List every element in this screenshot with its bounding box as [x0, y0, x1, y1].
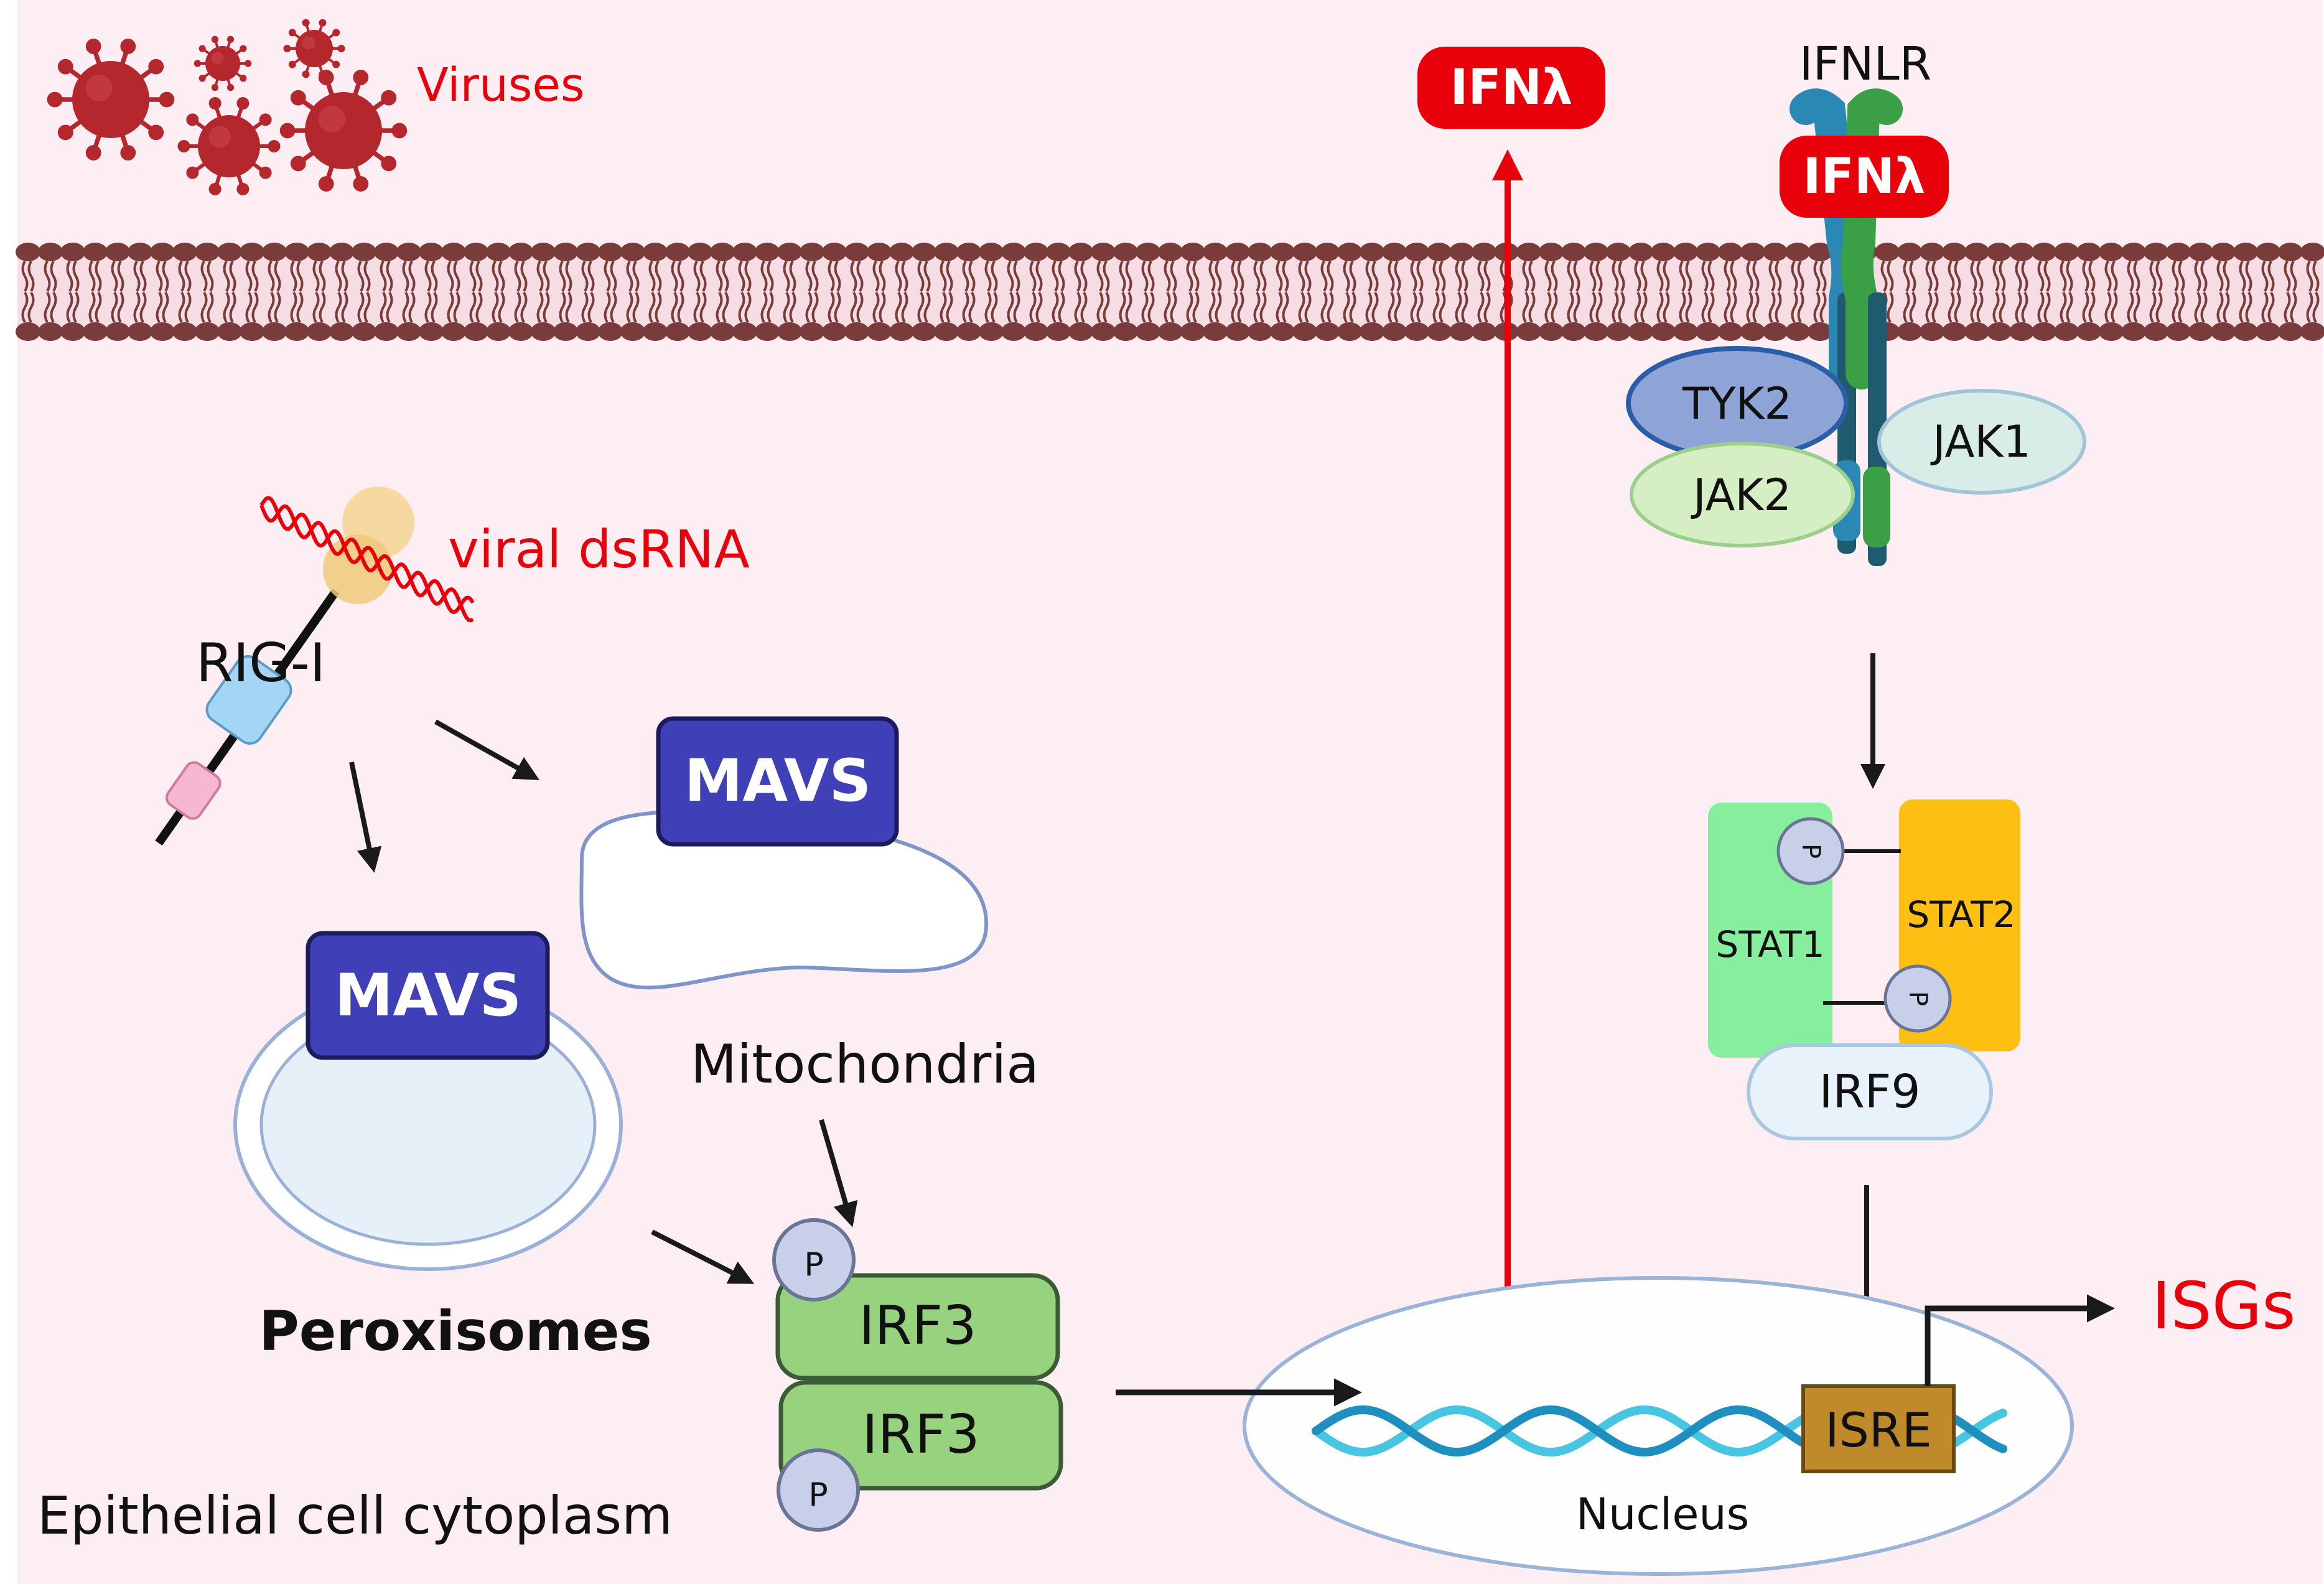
viral-dsrna-label: viral dsRNA: [448, 519, 750, 580]
irf3-top-box: [775, 1273, 1060, 1381]
arrow-perox-to-irf3: [651, 1229, 755, 1284]
mavs-perox-box: [306, 931, 550, 1060]
isre-label: ISRE: [1825, 1402, 1931, 1458]
rig-i-label: RIG-I: [196, 632, 325, 694]
irf3-bottom-label: IRF3: [862, 1404, 979, 1466]
stat1-phospho-label: P: [1796, 844, 1825, 859]
isg-transcription-arrow: [1925, 1294, 2115, 1386]
jak2-oval: [1630, 442, 1855, 547]
stat2-phospho-label: P: [1903, 991, 1932, 1006]
ifn-secreted-badge: [1417, 47, 1605, 129]
jak1-oval: [1877, 389, 2086, 495]
arrow-rig-to-peroxisome: [349, 762, 382, 873]
isgs-label: ISGs: [2152, 1268, 2295, 1344]
mavs-perox-label: MAVS: [335, 962, 521, 1030]
irf9-pill: [1747, 1043, 1993, 1140]
irf3-bottom-box: [778, 1380, 1063, 1491]
mavs-mito-label: MAVS: [684, 747, 871, 815]
jak1-label: JAK1: [1930, 416, 2031, 467]
nucleus-label: Nucleus: [1576, 1489, 1750, 1540]
jak2-label: JAK2: [1691, 470, 1791, 521]
mitochondria-label: Mitochondria: [691, 1033, 1039, 1096]
irf9-label: IRF9: [1819, 1065, 1921, 1119]
peroxisomes-label: Peroxisomes: [259, 1299, 652, 1363]
arrow-mito-to-irf3: [819, 1119, 858, 1228]
viruses-label: Viruses: [417, 58, 585, 112]
tyk2-label: TYK2: [1682, 378, 1792, 429]
ifnlr-label: IFNLR: [1799, 37, 1931, 91]
nucleus: [1243, 1276, 2074, 1576]
viruses-group: [47, 19, 408, 195]
irf3-bottom-phospho-label: P: [808, 1476, 828, 1514]
ifn-bound-label: IFNλ: [1803, 149, 1926, 205]
cytoplasm-label: Epithelial cell cytoplasm: [37, 1485, 673, 1546]
cell-membrane: [16, 243, 2324, 341]
stat2-phospho: [1883, 964, 1952, 1033]
mavs-mito-box: [656, 716, 899, 847]
ifn-secreted-label: IFNλ: [1450, 60, 1573, 116]
ifn-bound-badge: [1780, 136, 1949, 218]
arrow-rig-to-mitochondria: [434, 719, 539, 780]
stat1-phospho: [1776, 817, 1845, 885]
isre-box: [1801, 1384, 1956, 1473]
irf3-top-phospho: [772, 1218, 856, 1302]
viral-dsrna-strand: [259, 496, 475, 623]
irf3-top-phospho-label: P: [804, 1246, 823, 1284]
stat1-label: STAT1: [1715, 923, 1824, 966]
irf3-top-label: IRF3: [859, 1295, 976, 1357]
stat2-label: STAT2: [1906, 893, 2015, 936]
irf3-bottom-phospho: [777, 1448, 860, 1532]
